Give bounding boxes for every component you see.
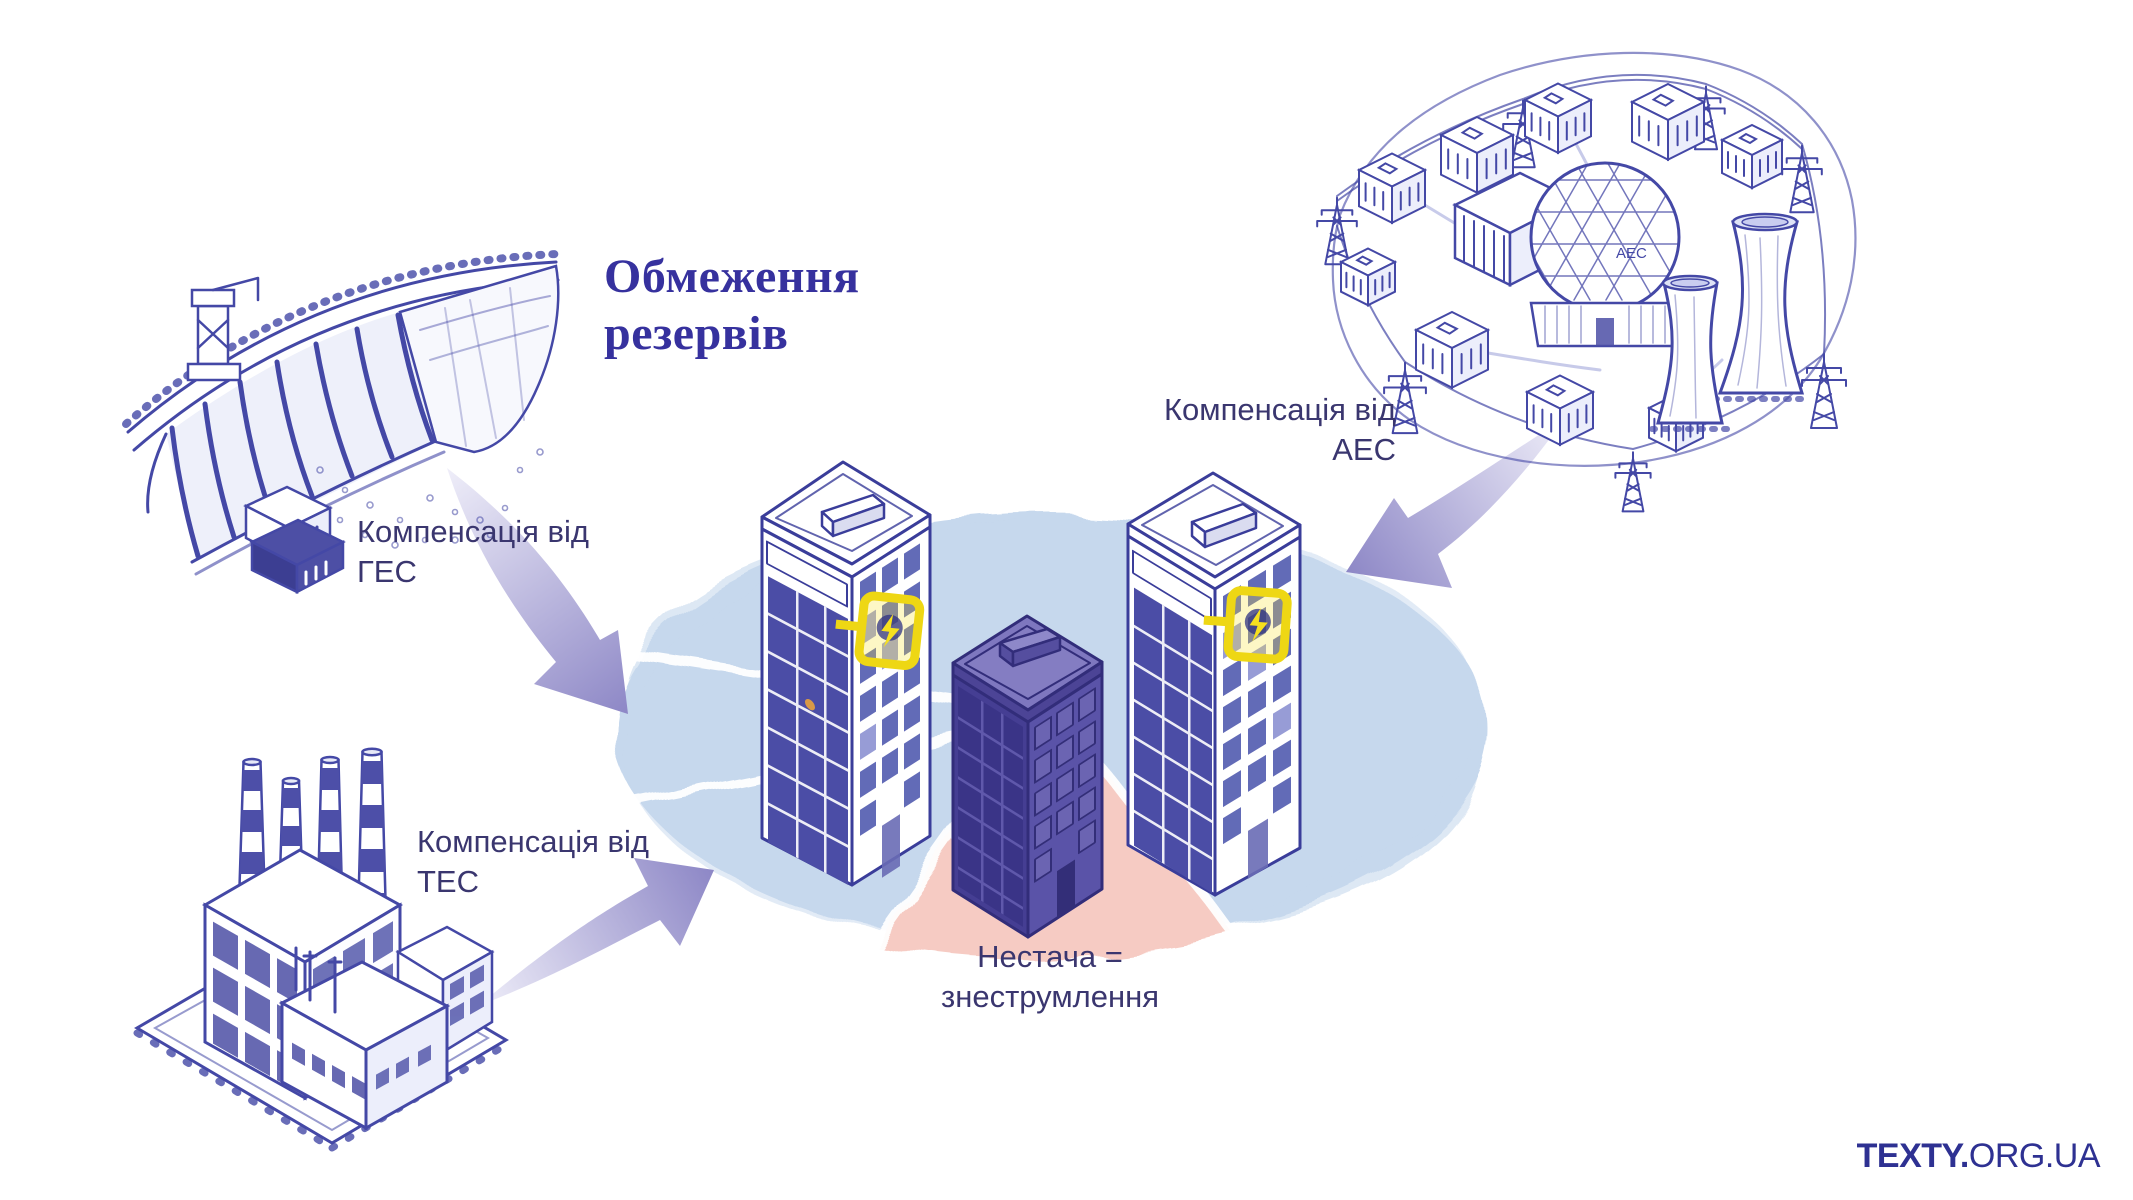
- page-title-line: резервів: [604, 306, 789, 360]
- arrow-nuclear-to-city: [1346, 418, 1565, 588]
- arrow-hydro-to-city: [447, 468, 628, 714]
- callout-hydro: Компенсація від ГЕС: [357, 512, 589, 593]
- callout-outage: Нестача = знеструмлення: [928, 937, 1172, 1018]
- callout-outage-line: Нестача =: [977, 939, 1123, 974]
- building-left-tower: [760, 460, 932, 887]
- callout-nuclear-line: АЕС: [1332, 432, 1396, 468]
- callout-nuclear: Компенсація від АЕС: [1150, 390, 1396, 471]
- callout-thermal: Компенсація від ТЕС: [417, 822, 649, 903]
- nuclear-dome-label: АЕС: [1616, 245, 1647, 262]
- page-title: Обмеження резервів: [604, 249, 860, 362]
- arrow-thermal-to-city: [478, 858, 714, 1006]
- callout-outage-line: знеструмлення: [941, 979, 1159, 1015]
- brand-logo-regular: ORG.UA: [1968, 1137, 2101, 1175]
- nuclear-plant-illustration: АЕС: [1316, 51, 1857, 513]
- building-blackout-tower: [951, 614, 1104, 939]
- callout-hydro-line: Компенсація від: [357, 514, 589, 549]
- brand-logo-bold: TEXTY.: [1856, 1137, 1970, 1175]
- power-badge-icon: [1203, 586, 1292, 664]
- callout-thermal-line: Компенсація від: [417, 824, 649, 859]
- hydro-dam-illustration: [122, 250, 560, 595]
- brand-logo: TEXTY.ORG.UA: [1856, 1137, 2101, 1176]
- page-title-line: Обмеження: [604, 250, 860, 303]
- callout-thermal-line: ТЕС: [417, 864, 479, 900]
- power-badge-icon: [835, 591, 925, 671]
- callout-hydro-line: ГЕС: [357, 554, 417, 590]
- building-right-tower: [1126, 471, 1302, 897]
- reactor-dome-icon: АЕС: [1529, 161, 1681, 348]
- callout-nuclear-line: Компенсація від: [1164, 392, 1396, 427]
- thermal-plant-illustration: [133, 747, 510, 1152]
- cooling-towers-icon: [1649, 212, 1813, 432]
